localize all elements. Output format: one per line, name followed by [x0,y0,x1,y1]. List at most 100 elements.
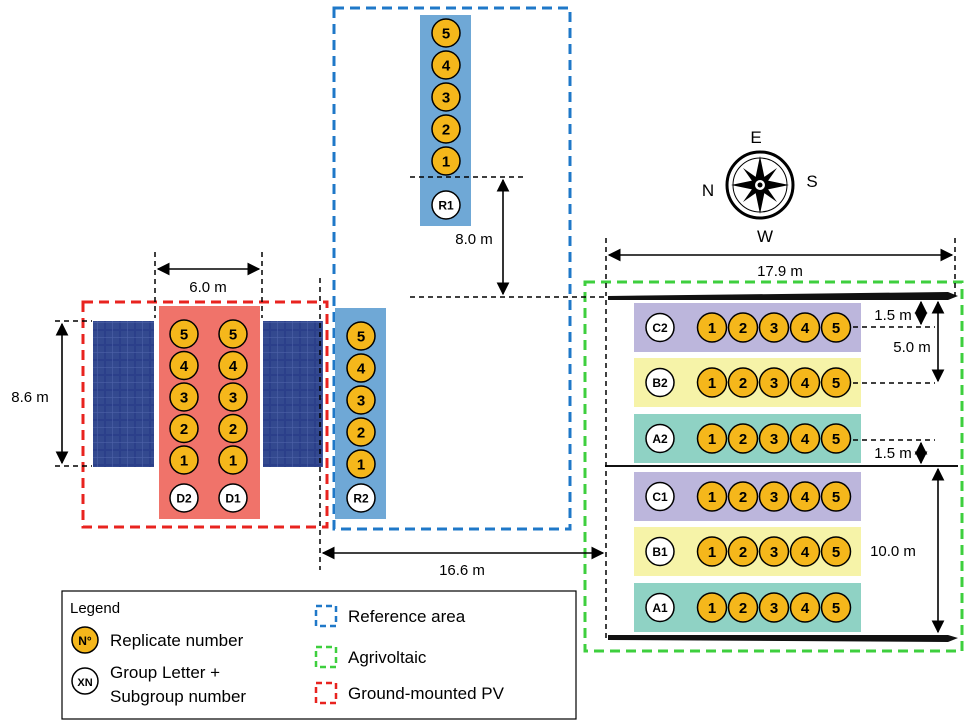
legend-box [61,590,577,720]
replicate-marker [346,417,376,447]
replicate-marker [218,319,248,349]
replicate-marker-label: 2 [739,489,747,506]
replicate-marker [727,423,759,454]
legend-group-label-1: Group Letter + [110,663,220,682]
group-badge-label: B2 [652,376,668,390]
pv-width-label: 6.0 m [189,279,227,296]
replicate-marker-label: 4 [801,600,810,617]
replicate-marker-label: 5 [832,489,840,506]
compass-rose-icon [725,150,795,220]
replicate-marker [727,536,759,567]
replicate-marker [696,423,728,454]
replicate-marker [696,481,728,512]
replicate-marker-label: 2 [442,121,450,138]
replicate-marker-label: 2 [739,375,747,392]
reference-area-border [332,6,572,531]
replicate-marker-label: 4 [801,544,810,561]
legend-pv-swatch [314,681,338,705]
legend-group-symbol-text: XN [77,677,92,689]
replicate-marker [820,592,852,623]
pv-area-border [81,300,329,529]
replicate-marker-label: 5 [357,328,365,345]
replicate-marker [820,312,852,343]
replicate-marker-label: 1 [708,489,716,506]
replicate-marker-label: 4 [801,375,810,392]
legend-replicate-symbol-text: N° [78,634,92,648]
legend-group-label-2: Subgroup number [110,687,246,706]
replicate-marker [789,367,821,398]
section-length-label: 10.0 m [870,543,916,560]
middle-gap-label: 1.5 m [874,445,912,462]
replicate-marker-label: 4 [357,360,366,377]
replicate-marker [758,481,790,512]
group-badge-label: B1 [652,545,668,559]
row-top-offset-label: 1.5 m [874,307,912,324]
agri-width-label: 17.9 m [757,263,803,280]
agri-row-b2: B2 1 2 3 4 5 [634,358,861,407]
compass-north: N [702,181,714,200]
replicate-marker [218,350,248,381]
replicate-marker-label: 1 [357,456,365,473]
compass-south: S [806,172,817,191]
replicate-marker [820,367,852,398]
group-badge-label: R2 [353,491,369,505]
replicate-marker [346,385,376,415]
replicate-marker-label: 3 [770,375,778,392]
replicate-marker-label: 3 [229,389,237,406]
replicate-marker [758,367,790,398]
replicate-marker [696,312,728,343]
replicate-marker [218,382,248,412]
replicate-marker [758,592,790,623]
replicate-marker [820,481,852,512]
legend-group-symbol [71,667,99,695]
replicate-marker-label: 2 [229,421,237,438]
group-badge-label: A2 [652,432,668,446]
replicate-marker [431,114,461,144]
legend-reference-swatch [314,604,338,628]
compass-west: W [757,227,773,246]
group-badge-label: A1 [652,601,668,615]
legend-replicate-symbol [71,626,99,654]
replicate-marker-label: 1 [229,452,237,469]
replicate-marker [431,18,461,48]
replicate-marker [727,481,759,512]
replicate-marker-label: 1 [708,375,716,392]
replicate-marker [758,312,790,343]
group-badge-label: C1 [652,490,668,504]
replicate-marker-label: 1 [708,320,716,337]
replicate-marker-label: 4 [442,57,451,74]
replicate-marker-label: 4 [801,320,810,337]
replicate-marker [431,50,461,80]
group-badge [218,483,248,513]
legend-reference-label: Reference area [348,607,466,626]
replicate-marker-label: 4 [801,489,810,506]
replicate-marker [218,413,248,444]
replicate-marker [169,382,199,412]
group-badge [431,190,461,220]
replicate-marker-label: 3 [442,89,450,106]
replicate-marker-label: 3 [770,431,778,448]
legend-replicate-label: Replicate number [110,631,244,650]
agri-pv-row-top [608,292,958,300]
group-badge-label: D2 [176,491,192,505]
distance-label: 16.6 m [439,562,485,579]
replicate-marker-label: 3 [357,392,365,409]
replicate-marker-label: 3 [770,600,778,617]
group-badge [645,367,675,398]
pv-length-label: 8.6 m [11,389,49,406]
replicate-marker-label: 2 [739,544,747,561]
replicate-marker-label: 4 [180,358,189,375]
replicate-marker-label: 5 [832,375,840,392]
replicate-marker-label: 5 [229,326,237,343]
group-badge [645,481,675,512]
reference-offset-label: 8.0 m [455,231,493,248]
